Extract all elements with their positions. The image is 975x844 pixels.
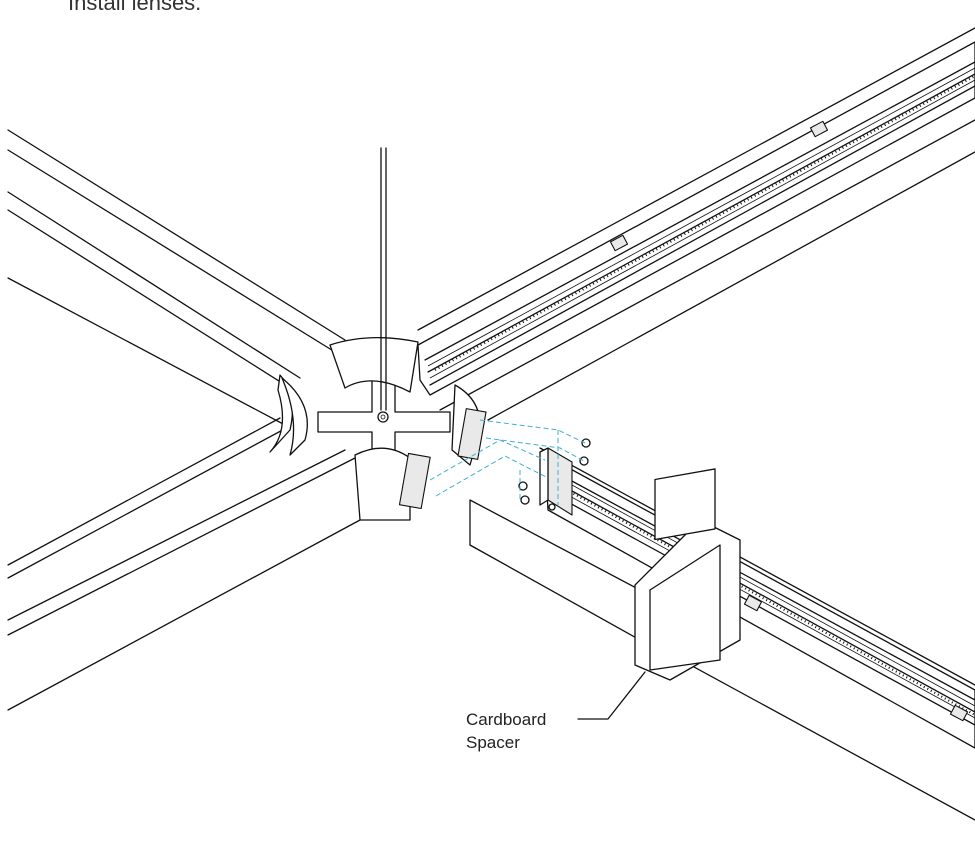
- callout-line-1: Cardboard: [466, 710, 547, 729]
- callout-line-2: Spacer: [466, 733, 520, 752]
- cardboard-spacer: [469, 468, 741, 681]
- rail-upper-right: [417, 27, 975, 421]
- assembly-guides: [429, 419, 586, 505]
- screws: [518, 438, 591, 511]
- callout-label: Cardboard Spacer: [466, 708, 546, 754]
- callout-leader: [577, 671, 646, 720]
- suspension-cable: [380, 147, 387, 411]
- cross-hub: [269, 337, 487, 521]
- rail-lower-left: [7, 417, 361, 711]
- instruction-text: Install lenses.: [68, 0, 202, 15]
- end-cap: [539, 447, 573, 516]
- rail-upper-left: [7, 129, 346, 426]
